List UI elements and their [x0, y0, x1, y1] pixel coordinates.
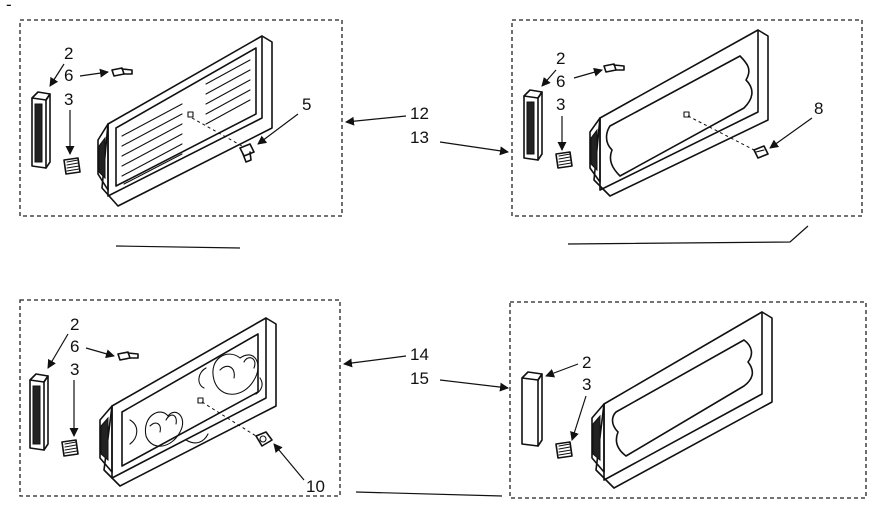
separator-line: [355, 491, 503, 497]
spring-part: [63, 157, 81, 175]
panel-bottom-left: 2 6 3 10: [19, 299, 341, 497]
group-arrow: [439, 379, 509, 392]
leader-arrow: [273, 443, 305, 481]
spring-part: [555, 441, 573, 459]
assembly-line: [201, 401, 257, 437]
scroll-ornament-panel: [99, 317, 277, 487]
callout-3: 3: [64, 90, 73, 109]
spring-part: [555, 151, 573, 169]
spring-part: [61, 439, 79, 457]
panel-top-right: 2 6 3 8: [511, 19, 863, 217]
end-cap-part: [523, 89, 543, 161]
callout-8: 8: [814, 99, 823, 118]
group-label-15: 15: [410, 369, 429, 388]
group-label-12: 12: [410, 104, 429, 123]
group-arrow: [343, 355, 407, 368]
assembly-line: [687, 115, 755, 151]
louvered-panel: [97, 35, 273, 207]
panel-top-left: 2 6 3 5: [19, 19, 343, 217]
end-cap-part: [29, 373, 49, 451]
leader-arrow: [570, 395, 587, 441]
scalloped-panel: [589, 29, 769, 197]
callout-5: 5: [302, 95, 311, 114]
panel-bottom-right: 2 3: [509, 301, 867, 499]
end-cap-part: [521, 371, 543, 447]
callout-3: 3: [556, 95, 565, 114]
group-label-13: 13: [410, 128, 429, 147]
leader-arrow: [49, 63, 65, 87]
nut-part: [255, 431, 273, 447]
leader-arrow: [85, 347, 115, 359]
leader-arrow: [79, 68, 109, 78]
group-arrow: [345, 115, 407, 126]
leader-arrow: [541, 69, 557, 87]
pin-part: [111, 67, 133, 77]
callout-6: 6: [70, 337, 79, 356]
callout-3: 3: [70, 360, 79, 379]
callout-10: 10: [306, 477, 325, 496]
dashed-frame: [19, 19, 343, 217]
corner-mark: -: [6, 0, 12, 14]
group-label-14: 14: [410, 345, 429, 364]
callout-2: 2: [70, 315, 79, 334]
dashed-frame: [511, 19, 863, 217]
screw-part: [239, 143, 255, 163]
leader-arrow: [573, 67, 603, 79]
callout-6: 6: [64, 66, 73, 85]
group-arrow: [439, 141, 509, 156]
dashed-frame: [19, 299, 341, 497]
separator-line: [115, 245, 241, 249]
callout-6: 6: [556, 72, 565, 91]
pin-part: [603, 63, 625, 73]
end-cap-part: [31, 91, 51, 169]
leader-arrow: [47, 333, 69, 369]
leader-arrow: [545, 363, 579, 378]
plain-panel: [591, 311, 773, 489]
pin-part: [117, 351, 139, 361]
callout-3: 3: [582, 375, 591, 394]
dashed-frame: [509, 301, 867, 499]
callout-2: 2: [64, 44, 73, 63]
callout-2: 2: [582, 353, 591, 372]
screw-part: [753, 145, 769, 159]
leader-arrow: [769, 117, 813, 149]
callout-2: 2: [556, 49, 565, 68]
separator-line: [567, 225, 809, 245]
leader-arrow: [257, 113, 299, 145]
